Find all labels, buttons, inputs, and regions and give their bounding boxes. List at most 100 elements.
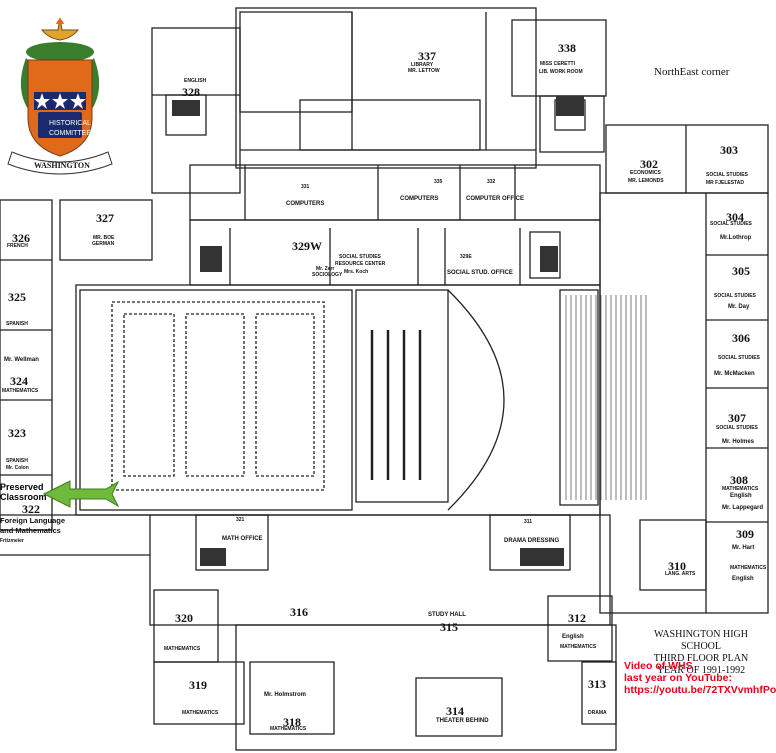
stair-southwest (200, 548, 226, 566)
room-329w-person: Mr. Zerr (316, 266, 335, 272)
room-309-number: 309 (736, 527, 754, 541)
room-311-number: 311 (524, 519, 533, 525)
stair-north (556, 96, 584, 116)
bleachers (565, 295, 647, 500)
room-318-person: Mr. Holmstrom (264, 692, 307, 698)
room-329e-number: 329E (460, 254, 472, 260)
room-308-name: MATHEMATICS (722, 486, 759, 492)
room-310-number: 310 (668, 559, 686, 573)
room-337-person: MR. LETTOW (408, 68, 440, 74)
room-314-number: 314 (446, 704, 464, 718)
title-school: WASHINGTON HIGH SCHOOL (654, 629, 748, 652)
room-312-name: English (562, 634, 584, 640)
stair-west (200, 246, 222, 272)
room-329e-name: SOCIAL STUD. OFFICE (447, 270, 513, 276)
stair-northwest (172, 100, 200, 116)
room-305-name: SOCIAL STUDIES (714, 293, 756, 299)
room-329w-number: 329W (292, 239, 322, 253)
room-327-person: MR. BOE (93, 235, 115, 241)
room-320-number: 320 (175, 611, 193, 625)
room-309-person: Mr. Hart (732, 545, 755, 551)
preserved-line1: Preserved (0, 482, 44, 492)
room-331-name: COMPUTERS (286, 201, 325, 207)
video-note: Video of WHS last year on YouTube: https… (624, 660, 776, 696)
room-330-name2: RESOURCE CENTER (335, 261, 386, 267)
room-325-number: 325 (8, 290, 26, 304)
room-331-number: 331 (301, 184, 310, 190)
computers-row-wall (189, 164, 601, 221)
room-306-name: SOCIAL STUDIES (718, 355, 760, 361)
room-311-name: DRAMA DRESSING (504, 538, 560, 544)
room-338-name: MISS CERETTI (540, 61, 576, 67)
room-319-name: MATHEMATICS (182, 710, 219, 716)
room-305-person: Mr. Day (728, 304, 750, 310)
room-316-number: 316 (290, 605, 308, 619)
room-315-name: STUDY HALL (428, 612, 466, 618)
room-323-person: Mr. Colon (6, 465, 29, 471)
room-324-name: MATHEMATICS (2, 388, 39, 394)
room-337-name: LIBRARY (411, 62, 434, 68)
room-307-name: SOCIAL STUDIES (716, 425, 758, 431)
seal-historical: HISTORICAL (49, 120, 91, 127)
room-314-name: THEATER BEHIND (436, 718, 489, 724)
room-327-number: 327 (96, 211, 114, 225)
room-302-number: 302 (640, 157, 658, 171)
room-328-name: ENGLISH (184, 78, 207, 84)
stair-southeast (520, 548, 564, 566)
room-322-name: Foreign Language (0, 516, 66, 525)
room-326-number: 326 (12, 231, 30, 245)
room-315-number: 315 (440, 620, 458, 634)
seal-committee: COMMITTEE (49, 130, 91, 137)
room-307-number: 307 (728, 411, 746, 425)
central-hall-wall (75, 284, 601, 516)
west-wing-wall (0, 199, 53, 531)
room-332-number: 332 (487, 179, 496, 185)
room-303-person: MR FJELESTAD (706, 180, 744, 186)
preserved-arrow (42, 480, 120, 508)
english-wing-wall (151, 27, 241, 194)
room-326-name: FRENCH (7, 243, 28, 249)
room-309-name: MATHEMATICS (730, 565, 767, 571)
room-302-name: ECONOMICS (630, 170, 661, 176)
room-332-name: COMPUTER OFFICE (466, 196, 524, 202)
room-318-name: MATHEMATICS (270, 726, 307, 732)
room-330-person: Mrs. Koch (344, 269, 369, 275)
room-305-number: 305 (732, 264, 750, 278)
seal-washington: WASHINGTON (34, 161, 90, 170)
room-327-name: GERMAN (92, 241, 115, 247)
preserved-classroom-label: Preserved Classroom (0, 482, 47, 502)
room-308-number: 308 (730, 473, 748, 487)
preserved-line2: Classroom (0, 492, 47, 502)
room-338-person: LIB. WORK ROOM (539, 69, 583, 75)
room-338-number: 338 (558, 41, 576, 55)
room-308-subject: English (730, 493, 752, 499)
room-302-person: MR. LEMONDS (628, 178, 664, 184)
room-307-person: Mr. Holmes (722, 439, 755, 445)
room-319-number: 319 (189, 678, 207, 692)
video-link[interactable]: https://youtu.be/72TXVvmhfPo (624, 684, 776, 696)
room-310-name: LANG. ARTS (665, 571, 696, 577)
stair-east (540, 246, 558, 272)
room-318-number: 318 (283, 715, 301, 729)
room-325-name: SPANISH (6, 321, 28, 327)
room-308-person: Mr. Lappegard (722, 505, 764, 511)
plan-title-block: WASHINGTON HIGH SCHOOL THIRD FLOOR PLAN … (634, 629, 768, 677)
room-306-person: Mr. McMacken (714, 371, 755, 377)
room-304-person: Mr.Lothrop (720, 235, 752, 241)
room-329w-name: SOCIOLOGY (312, 272, 343, 278)
room-330-name: SOCIAL STUDIES (339, 254, 381, 260)
historical-committee-seal (7, 17, 113, 175)
room-322-person: Fritzmeier (0, 538, 24, 544)
library-wing-wall (235, 7, 537, 169)
room-323-name: SPANISH (6, 458, 28, 464)
room-304-number: 304 (726, 210, 744, 224)
room-328-number: 328 (182, 85, 200, 99)
room-321-name: MATH OFFICE (222, 536, 263, 542)
northeast-corner-note: NorthEast corner (654, 66, 730, 78)
room-312-number: 312 (568, 611, 586, 625)
room-320-name: MATHEMATICS (164, 646, 201, 652)
room-313-number: 313 (588, 677, 606, 691)
room-324-person: Mr. Wellman (4, 357, 39, 363)
room-335-number: 335 (434, 179, 443, 185)
